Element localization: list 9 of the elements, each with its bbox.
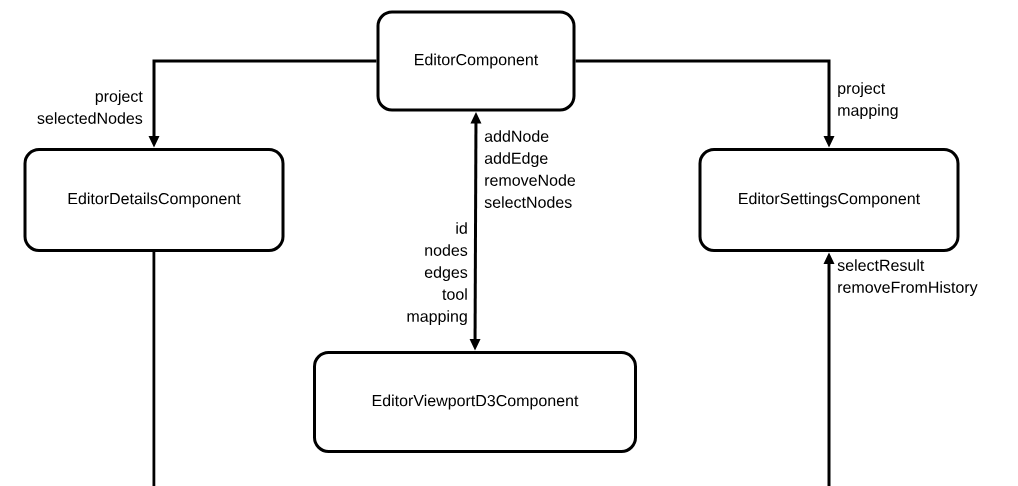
component-box: EditorSettingsComponent — [698, 148, 960, 252]
component-box: EditorComponent — [376, 10, 576, 112]
edge-label: project selectedNodes — [37, 90, 143, 124]
edge-label: project mapping — [838, 82, 898, 120]
parameter-list: id nodes edges tool mapping — [407, 222, 468, 326]
component-box: EditorViewportD3Component — [313, 351, 637, 453]
component-box: EditorDetailsComponent — [23, 148, 285, 252]
edge-label: addNode addEdge removeNode selectNodes — [484, 130, 576, 208]
edge-label: selectResult removeFromHistory — [837, 259, 978, 297]
